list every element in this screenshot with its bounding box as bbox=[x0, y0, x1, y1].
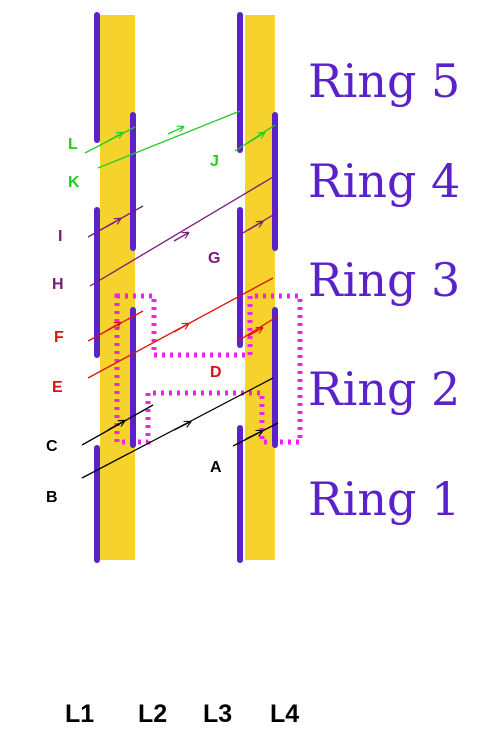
arrow-k bbox=[167, 127, 183, 135]
lane-label-l4: L4 bbox=[270, 700, 300, 728]
arrow-j bbox=[247, 133, 264, 144]
ring-label-4: Ring 4 bbox=[308, 154, 460, 208]
lane-label-l2: L2 bbox=[138, 700, 168, 728]
point-label-b: B bbox=[46, 489, 58, 506]
arrow-c bbox=[107, 421, 124, 431]
lane-label-l3: L3 bbox=[203, 700, 233, 728]
arrow-e bbox=[173, 324, 188, 333]
lane-label-l1: L1 bbox=[65, 700, 95, 728]
arrow-g bbox=[247, 222, 262, 231]
text-layer: L K J I H G F E D C B A Ring 5 Ring 4 Ring 3 Ring 2 Ring… bbox=[46, 54, 460, 526]
loop-layer bbox=[114, 293, 303, 445]
arrow-h bbox=[173, 233, 188, 242]
line-layer bbox=[81, 110, 279, 479]
arrow-a bbox=[245, 431, 262, 440]
point-label-g: G bbox=[208, 250, 220, 267]
line-k-long bbox=[97, 110, 241, 169]
ring-label-5: Ring 5 bbox=[308, 54, 460, 108]
arrow-b bbox=[173, 422, 190, 431]
point-label-c: C bbox=[46, 438, 58, 455]
ring-label-1: Ring 1 bbox=[308, 472, 460, 526]
point-label-a: A bbox=[210, 459, 222, 476]
arrow-l bbox=[107, 133, 122, 142]
arrow-f bbox=[105, 323, 120, 332]
band-left bbox=[100, 15, 135, 560]
arrow-d bbox=[247, 328, 262, 337]
arrow-i bbox=[105, 219, 120, 228]
line-h-long bbox=[89, 176, 274, 287]
band-layer bbox=[100, 15, 275, 560]
point-label-k: K bbox=[68, 174, 80, 191]
ring-label-2: Ring 2 bbox=[308, 362, 460, 416]
point-label-e: E bbox=[52, 379, 63, 396]
point-label-h: H bbox=[52, 276, 64, 293]
band-right bbox=[245, 15, 275, 560]
point-label-l: L bbox=[68, 136, 78, 153]
loop-outline bbox=[114, 293, 303, 445]
point-label-f: F bbox=[54, 329, 64, 346]
ring-label-3: Ring 3 bbox=[308, 253, 460, 307]
point-label-j: J bbox=[210, 153, 219, 170]
point-label-i: I bbox=[58, 228, 62, 245]
point-label-d: D bbox=[210, 364, 222, 381]
